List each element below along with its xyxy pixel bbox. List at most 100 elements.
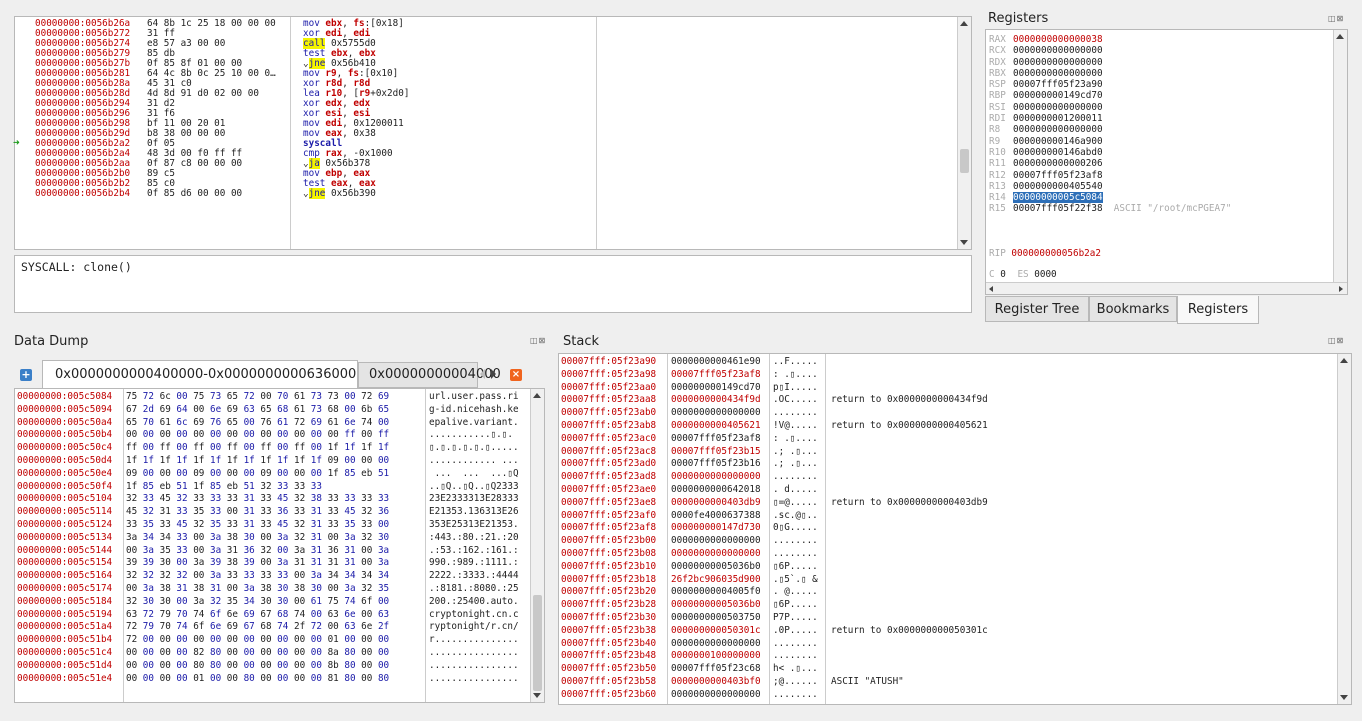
new-tab-button[interactable]: + (20, 368, 32, 381)
register-value[interactable]: 0000000000405540 (1013, 180, 1103, 192)
register-value[interactable]: 00000000005c5084 (1013, 192, 1103, 204)
scroll-down-icon[interactable] (533, 693, 541, 698)
flag-c-value[interactable]: 0 (1000, 269, 1006, 280)
tab-registers[interactable]: Registers (1177, 296, 1259, 324)
register-value[interactable]: 0000000001200011 (1013, 113, 1103, 125)
scroll-left-icon[interactable] (989, 286, 993, 292)
scroll-down-icon[interactable] (960, 240, 968, 245)
register-value[interactable]: 00007fff05f23af8 (1013, 169, 1103, 181)
tab-scroll-right-icon[interactable] (491, 369, 496, 379)
dump-tab-2[interactable]: 0x00000000004000 (358, 362, 501, 388)
dock-float-icon[interactable]: ◫⊠ (1328, 336, 1345, 345)
register-value[interactable]: 00007fff05f23a90 (1013, 79, 1103, 91)
register-value[interactable]: 0000000000000038 (1013, 34, 1103, 45)
register-value[interactable]: 00007fff05f22f38 (1013, 203, 1103, 215)
register-value[interactable]: 000000000146a900 (1013, 135, 1103, 147)
scroll-up-icon[interactable] (960, 21, 968, 26)
es-value[interactable]: 0000 (1034, 269, 1057, 280)
stack-scrollbar[interactable] (1337, 354, 1351, 704)
rip-value[interactable]: 000000000056b2a2 (1011, 248, 1101, 259)
dump-scrollbar[interactable] (530, 389, 544, 702)
dump-tab-active[interactable]: 0x0000000000400000-0x0000000000636000 (42, 360, 358, 389)
disasm-scrollbar[interactable] (957, 17, 971, 249)
register-value[interactable]: 0000000000000000 (1013, 101, 1103, 113)
registers-scrollbar[interactable] (1333, 30, 1347, 294)
dock-float-icon[interactable]: ◫⊠ (530, 336, 547, 345)
registers-hscrollbar[interactable] (986, 282, 1347, 294)
scroll-thumb[interactable] (533, 595, 542, 691)
register-value[interactable]: 0000000000000000 (1013, 124, 1103, 136)
register-value[interactable]: 000000000146abd0 (1013, 146, 1103, 158)
tab-scroll-left-icon[interactable] (480, 369, 485, 379)
scroll-thumb[interactable] (960, 149, 969, 173)
tab-register-tree[interactable]: Register Tree (985, 296, 1089, 322)
register-value[interactable]: 0000000000000000 (1013, 67, 1103, 79)
register-value[interactable]: 0000000000000206 (1013, 158, 1103, 170)
